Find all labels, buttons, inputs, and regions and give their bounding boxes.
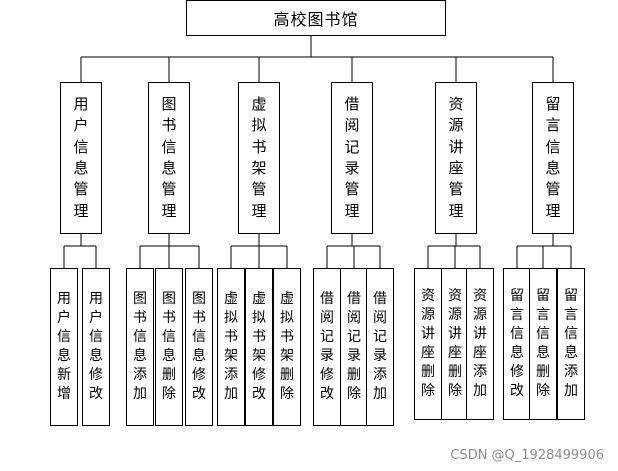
group-node-label: 留言信息管理 [545,94,561,220]
leaf-node: 虚拟书架添加 [217,268,245,426]
group-node-label: 图书信息管理 [161,94,177,220]
leaf-node: 用户信息修改 [82,268,110,426]
group-node-label: 用户信息管理 [73,94,89,220]
leaf-node: 借阅记录删除 [340,268,368,426]
leaf-node: 资源讲座添加 [466,268,494,420]
group-node: 虚拟书架管理 [238,82,280,234]
leaf-node: 虚拟书架删除 [273,268,301,426]
leaf-node: 图书信息修改 [185,268,213,426]
leaf-node-label: 虚拟书架删除 [280,290,294,403]
leaf-node-label: 资源讲座删除 [448,287,462,400]
leaf-node: 图书信息添加 [126,268,154,426]
group-node: 资源讲座管理 [435,82,477,234]
watermark: CSDN @Q_1928499906 [450,448,604,463]
leaf-node-label: 借阅记录添加 [373,290,387,403]
leaf-node-label: 资源讲座添加 [473,287,487,400]
leaf-node-label: 留言信息添加 [564,287,578,400]
leaf-node: 借阅记录添加 [366,268,394,426]
group-node: 用户信息管理 [60,82,102,234]
group-node: 留言信息管理 [532,82,574,234]
leaf-node-label: 虚拟书架修改 [252,290,266,403]
root-node: 高校图书馆 [186,0,446,36]
leaf-node: 虚拟书架修改 [245,268,273,426]
leaf-node-label: 图书信息删除 [162,290,176,403]
leaf-node-label: 虚拟书架添加 [224,290,238,403]
leaf-node-label: 资源讲座删除 [421,287,435,400]
leaf-node: 图书信息删除 [155,268,183,426]
leaf-node: 用户信息新增 [50,268,78,426]
leaf-node: 资源讲座删除 [441,268,469,420]
group-node: 借阅记录管理 [331,82,373,234]
leaf-node: 资源讲座删除 [414,268,442,420]
leaf-node-label: 留言信息删除 [536,287,550,400]
leaf-node-label: 用户信息修改 [89,290,103,403]
leaf-node-label: 图书信息修改 [192,290,206,403]
leaf-node-label: 借阅记录删除 [347,290,361,403]
leaf-node: 留言信息添加 [557,268,585,420]
leaf-node: 留言信息删除 [529,268,557,420]
group-node-label: 借阅记录管理 [344,94,360,220]
group-node: 图书信息管理 [148,82,190,234]
leaf-node: 留言信息修改 [503,268,531,420]
leaf-node: 借阅记录修改 [313,268,341,426]
group-node-label: 虚拟书架管理 [251,94,267,220]
group-node-label: 资源讲座管理 [448,94,464,220]
leaf-node-label: 留言信息修改 [510,287,524,400]
leaf-node-label: 图书信息添加 [133,290,147,403]
leaf-node-label: 用户信息新增 [57,290,71,403]
root-node-label: 高校图书馆 [273,10,359,29]
leaf-node-label: 借阅记录修改 [320,290,334,403]
